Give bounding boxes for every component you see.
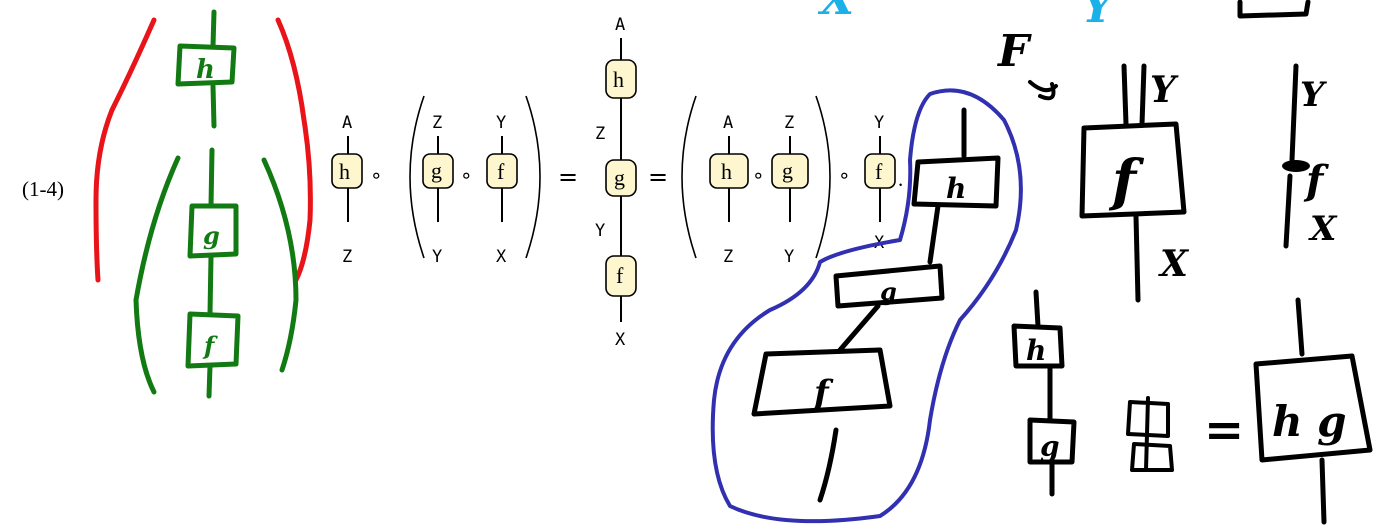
group1-g-box-label: g bbox=[431, 158, 442, 183]
middle-g-box-label: g bbox=[614, 165, 625, 190]
equation-period: . bbox=[898, 167, 903, 191]
group1-f-diagram: Y f X bbox=[486, 113, 518, 267]
right-f-top-label: Y bbox=[874, 113, 884, 133]
group2-h-top-label: A bbox=[723, 113, 733, 133]
equals-2: = bbox=[648, 163, 668, 191]
left-h-box-label: h bbox=[339, 159, 350, 184]
group2-h-diagram: A h Z bbox=[709, 113, 749, 267]
paren-open-1 bbox=[409, 95, 425, 259]
paren-close-1 bbox=[525, 95, 541, 259]
ink-g-label: g bbox=[1040, 430, 1060, 463]
equation-number: (1-4) bbox=[22, 177, 64, 201]
group1-g-bottom-label: Y bbox=[432, 247, 442, 267]
group2-h-bottom-label: Z bbox=[723, 247, 733, 267]
ink-X1-label: X bbox=[1158, 243, 1190, 285]
compose-op-3: ∘ bbox=[752, 163, 765, 187]
left-h-top-label: A bbox=[342, 113, 352, 133]
group2-g-bottom-label: Y bbox=[784, 247, 794, 267]
green-f-label: f bbox=[202, 331, 218, 360]
group1-f-top-label: Y bbox=[496, 113, 506, 133]
cyan-x-label: X bbox=[817, 0, 856, 25]
group1-f-box-label: f bbox=[497, 159, 505, 184]
ink-f-big-label: f bbox=[1108, 148, 1145, 214]
ink-equals: = bbox=[1204, 402, 1244, 458]
ink-f-small-label: f bbox=[1303, 157, 1329, 204]
ink-Y2-label: Y bbox=[1300, 75, 1327, 115]
blue-region-h-label: h bbox=[946, 172, 966, 205]
equals-1: = bbox=[558, 163, 578, 191]
middle-top-label: A bbox=[615, 15, 625, 35]
ink-F-label: F bbox=[996, 26, 1032, 77]
ink-dot bbox=[1282, 160, 1310, 172]
group1-f-bottom-label: X bbox=[496, 247, 507, 267]
middle-y-label: Y bbox=[595, 221, 605, 241]
group2-h-box-label: h bbox=[721, 159, 732, 184]
paren-close-2 bbox=[815, 95, 831, 259]
compose-op-1: ∘ bbox=[370, 163, 383, 187]
paren-open-2 bbox=[681, 95, 697, 259]
black-ink-sketch: h g f F Y f X Y f X h g bbox=[751, 0, 1373, 525]
green-h-label: h bbox=[196, 55, 215, 85]
compose-op-2: ∘ bbox=[460, 163, 473, 187]
blue-region-f-label: f bbox=[812, 373, 834, 413]
left-h-diagram: A h Z bbox=[331, 113, 363, 267]
middle-vertical-diagram: A h Z g Y f X bbox=[595, 15, 637, 350]
left-h-bottom-label: Z bbox=[342, 247, 352, 267]
middle-h-box-label: h bbox=[613, 67, 624, 92]
ink-Y1-label: Y bbox=[1150, 69, 1179, 111]
red-brackets bbox=[93, 17, 313, 283]
green-g-label: g bbox=[203, 221, 220, 250]
ink-hg-label: h g bbox=[1272, 397, 1347, 446]
group2-g-box-label: g bbox=[782, 158, 793, 183]
cyan-annotations: X Y bbox=[817, 0, 1117, 33]
compose-op-4: ∘ bbox=[838, 163, 851, 187]
green-diagram: h g f bbox=[133, 9, 299, 399]
typeset-equation: (1-4) A h Z ∘ Z g Y ∘ Y f X bbox=[22, 15, 903, 350]
blue-region-g-label: g bbox=[880, 277, 897, 306]
middle-z-label: Z bbox=[595, 124, 605, 144]
ink-X2-label: X bbox=[1308, 209, 1338, 249]
group1-g-top-label: Z bbox=[432, 113, 442, 133]
group1-g-diagram: Z g Y bbox=[422, 113, 454, 267]
group2-g-top-label: Z bbox=[784, 113, 794, 133]
middle-f-box-label: f bbox=[616, 263, 624, 288]
ink-h-label: h bbox=[1026, 334, 1046, 367]
right-f-diagram: Y f X bbox=[864, 113, 896, 253]
right-f-box-label: f bbox=[875, 159, 883, 184]
cyan-y-label: Y bbox=[1082, 0, 1117, 33]
middle-bottom-label: X bbox=[615, 330, 626, 350]
group2-g-diagram: Z g Y bbox=[771, 113, 809, 267]
blue-outline bbox=[710, 88, 1023, 524]
